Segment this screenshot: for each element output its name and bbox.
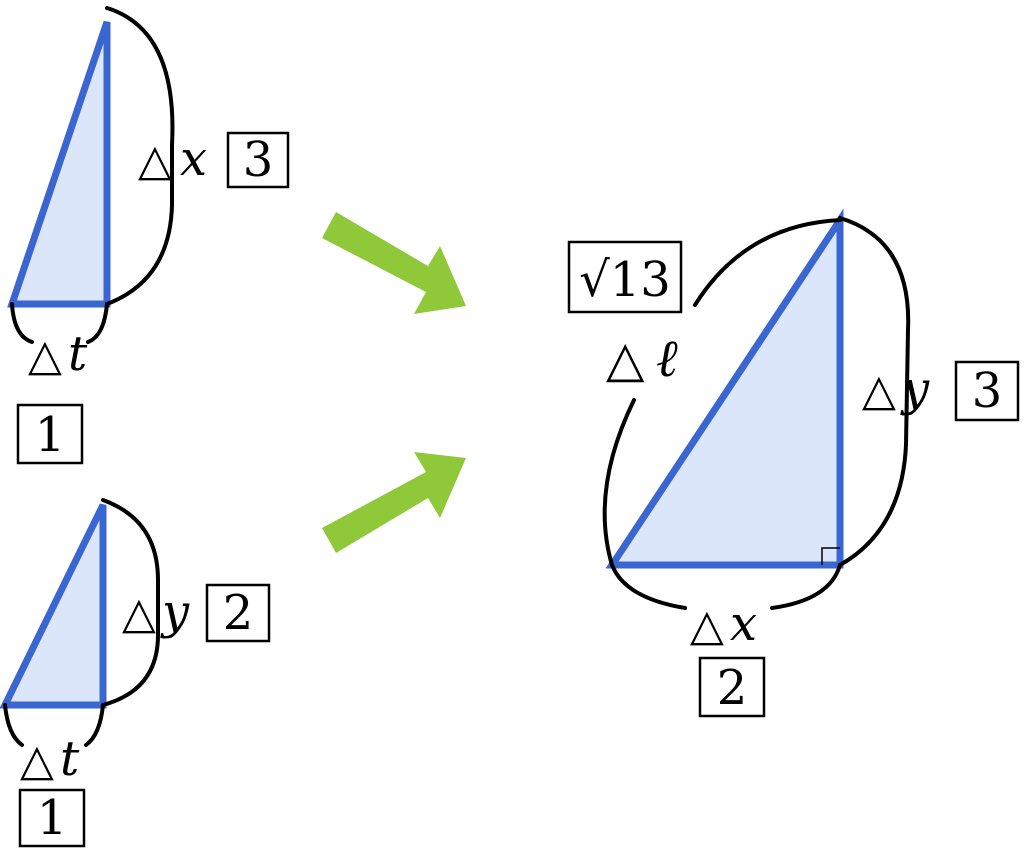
top-left-vertical-var: x xyxy=(180,131,207,187)
triangle-top-left: △ x 3 △ t 1 xyxy=(7,6,290,465)
right-horizontal-value: 2 xyxy=(717,660,748,716)
top-left-vertical-value: 3 xyxy=(243,132,274,188)
right-vertical-var: y xyxy=(900,361,930,417)
right-hypotenuse-delta: △ xyxy=(606,330,645,388)
bottom-left-vertical-delta: △ xyxy=(122,588,156,639)
bottom-left-horizontal-value: 1 xyxy=(37,790,68,846)
bottom-left-horizontal-delta: △ xyxy=(20,735,54,786)
triangle-bottom-left-shape xyxy=(0,503,107,709)
brace-bottom-left-vertical xyxy=(101,498,160,707)
triangle-bottom-left: △ y 2 △ t 1 xyxy=(0,498,271,848)
arrow-up-right xyxy=(322,452,466,553)
brace-right-horizontal xyxy=(610,563,842,610)
brace-right-vertical xyxy=(838,216,911,567)
bottom-left-horizontal-value-box xyxy=(18,788,86,848)
triangle-top-left-shape xyxy=(7,20,111,308)
bottom-left-vertical-value-box xyxy=(205,583,271,643)
top-left-horizontal-value: 1 xyxy=(35,407,66,463)
right-hypotenuse-value-box xyxy=(567,240,683,314)
right-vertical-value: 3 xyxy=(972,363,1003,419)
right-horizontal-var: x xyxy=(730,596,757,652)
arrow-down-right xyxy=(322,212,466,314)
bottom-left-vertical-value: 2 xyxy=(223,585,254,641)
triangle-right: √13 △ ℓ △ y 3 △ x 2 xyxy=(567,208,1020,718)
top-left-horizontal-delta: △ xyxy=(28,330,62,381)
top-left-horizontal-var: t xyxy=(68,326,88,382)
right-vertical-delta: △ xyxy=(862,365,896,416)
brace-top-left-horizontal xyxy=(10,302,109,344)
top-left-horizontal-value-box xyxy=(16,403,84,465)
right-vertical-value-box xyxy=(954,360,1020,422)
top-left-vertical-delta: △ xyxy=(138,135,172,186)
bottom-left-vertical-var: y xyxy=(160,584,190,640)
brace-bottom-left-horizontal xyxy=(3,703,105,747)
right-hypotenuse-var: ℓ xyxy=(656,329,678,389)
right-horizontal-delta: △ xyxy=(690,600,724,651)
right-horizontal-value-box xyxy=(698,656,766,718)
brace-right-hypotenuse xyxy=(602,218,842,567)
right-hypotenuse-value: √13 xyxy=(579,252,671,308)
brace-top-left-vertical xyxy=(105,6,175,306)
top-left-vertical-value-box xyxy=(226,131,290,189)
triangle-right-shape xyxy=(605,208,844,569)
right-angle-marker xyxy=(821,547,840,565)
bottom-left-horizontal-var: t xyxy=(60,731,80,787)
